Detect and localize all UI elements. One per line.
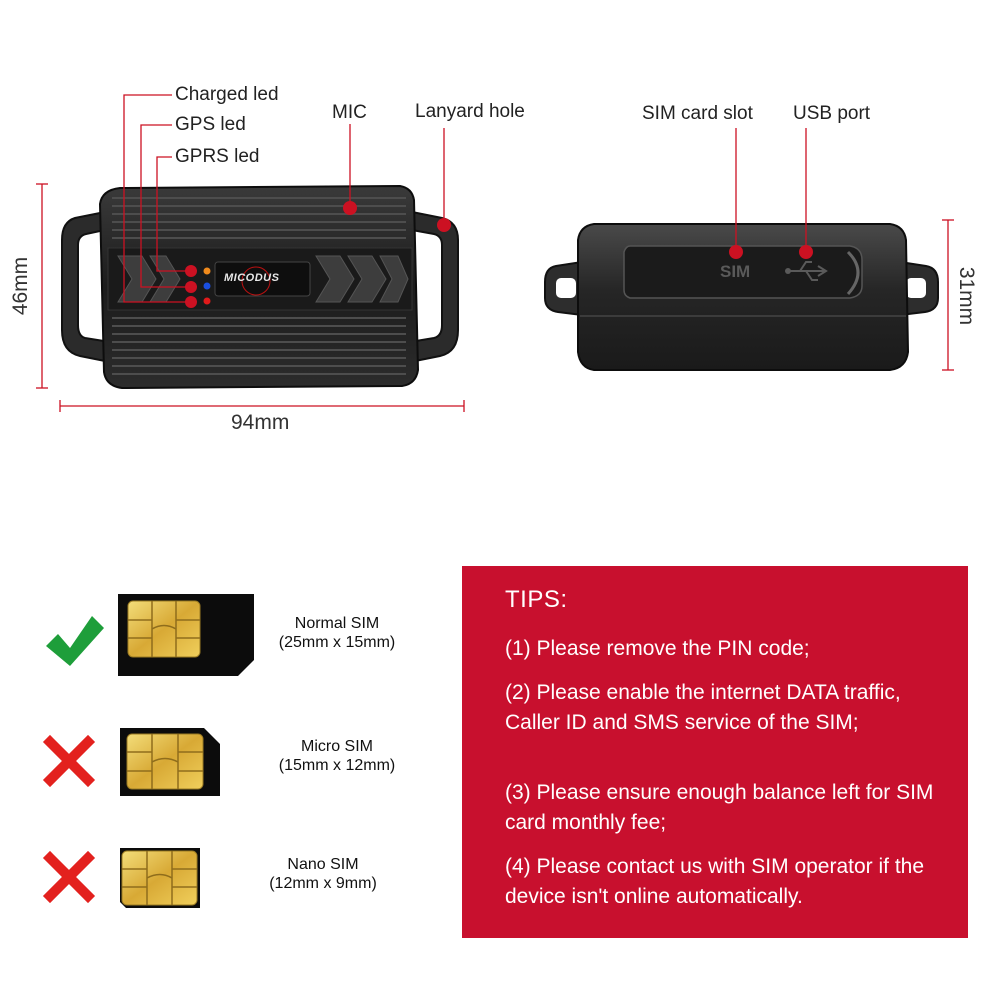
lanyard-hole-dot xyxy=(437,218,451,232)
usb-port-label: USB port xyxy=(793,103,871,124)
charged-led-label: Charged led xyxy=(175,84,279,105)
front-width-dimension: 94mm xyxy=(231,411,290,434)
gprs-led-dot xyxy=(185,265,197,277)
mic-label: MIC xyxy=(332,102,367,123)
usb-port-icon xyxy=(788,261,828,281)
front-ribs xyxy=(112,197,406,375)
cross-icon xyxy=(42,734,96,788)
sim-card-slot-dot xyxy=(729,245,743,259)
logo-ring xyxy=(241,266,271,296)
side-view-device xyxy=(544,223,939,371)
tips-title: TIPS: xyxy=(505,586,568,613)
sim-card-slot-label: SIM card slot xyxy=(642,103,753,124)
check-icon xyxy=(46,616,104,666)
front-dimension-lines xyxy=(36,183,465,412)
front-callout-lines xyxy=(123,94,445,303)
micro-sim-label: Micro SIM (15mm x 12mm) xyxy=(278,738,396,774)
side-slot-cover xyxy=(623,245,863,299)
front-callout-dots xyxy=(185,201,451,308)
gps-led-dot xyxy=(185,281,197,293)
side-dimension-lines xyxy=(942,219,954,371)
front-view-device xyxy=(61,184,459,390)
logo-plate xyxy=(214,261,311,297)
nano-sim-label: Nano SIM (12mm x 9mm) xyxy=(269,856,377,892)
tip-item: (3) Please ensure enough balance left fo… xyxy=(505,781,934,834)
nano-sim-card xyxy=(120,848,200,908)
normal-sim-card xyxy=(118,594,254,676)
usb-port-dot xyxy=(799,245,813,259)
brand-logo: MICODUS xyxy=(224,272,280,284)
cross-icon xyxy=(42,850,96,904)
charged-led-indicator xyxy=(203,267,211,275)
mic-dot xyxy=(343,201,357,215)
gps-led-indicator xyxy=(203,282,211,290)
side-height-dimension: 31mm xyxy=(955,266,979,326)
gps-led-label: GPS led xyxy=(175,114,246,135)
front-chevrons xyxy=(117,255,409,303)
side-sim-slot-label: SIM xyxy=(720,262,750,281)
lanyard-hole-label: Lanyard hole xyxy=(415,101,525,122)
charged-led-dot xyxy=(185,296,197,308)
tip-item: (4) Please contact us with SIM operator … xyxy=(505,855,925,908)
tip-item: (1) Please remove the PIN code; xyxy=(505,637,810,660)
side-callout-lines xyxy=(735,128,807,248)
side-left-loop-hole xyxy=(556,278,576,298)
tip-item: (2) Please enable the internet DATA traf… xyxy=(505,681,901,734)
gprs-led-indicator xyxy=(203,297,211,305)
tips-panel: TIPS: (1) Please remove the PIN code; (2… xyxy=(462,566,968,938)
normal-sim-label: Normal SIM (25mm x 15mm) xyxy=(278,615,396,651)
micro-sim-card xyxy=(120,728,220,796)
gprs-led-label: GPRS led xyxy=(175,146,260,167)
front-height-dimension: 46mm xyxy=(9,256,33,316)
side-right-loop-hole xyxy=(906,278,926,298)
side-slot-tab xyxy=(846,250,860,296)
